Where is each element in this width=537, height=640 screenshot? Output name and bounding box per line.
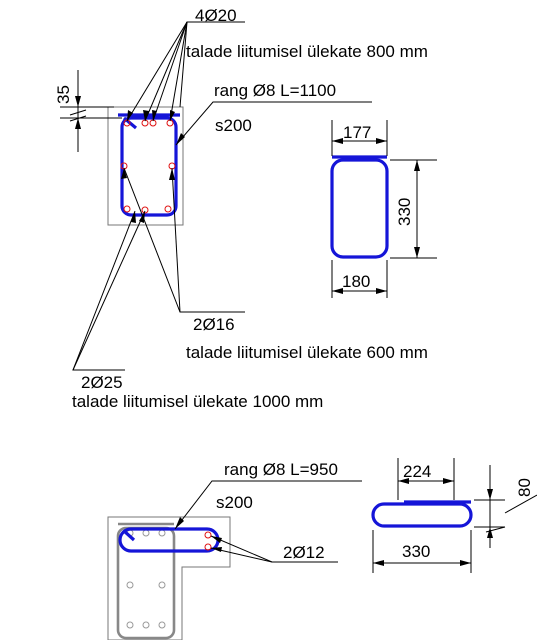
l-section-outline	[107, 516, 231, 640]
flat-stirrup-shape: 224 330 80	[371, 458, 537, 573]
l-section	[107, 480, 362, 640]
label-stirrup-950: rang Ø8 L=950	[224, 460, 338, 479]
new-bar-2	[204, 543, 212, 551]
label-lap-800: talade liitumisel ülekate 800 mm	[186, 42, 428, 61]
existing-bar-2	[142, 529, 150, 537]
column-section: 35	[54, 21, 372, 371]
label-s200-top: s200	[215, 116, 252, 135]
existing-bar-8	[158, 621, 166, 629]
bar-bottom-1	[123, 205, 131, 213]
new-stirrup-hook	[122, 529, 136, 542]
cover-dimension: 35	[54, 70, 122, 152]
dim-330-vertical: 330	[395, 198, 414, 226]
column-stirrup	[120, 116, 178, 217]
stirrup-shape: 177 330 180	[330, 120, 437, 298]
leader-stirrup	[175, 101, 372, 146]
label-lap-600: talade liitumisel ülekate 600 mm	[186, 343, 428, 362]
label-s200-bottom: s200	[216, 493, 253, 512]
column-outline	[107, 106, 184, 226]
existing-bar-4	[126, 581, 134, 589]
existing-bar-5	[158, 581, 166, 589]
label-4-20: 4Ø20	[195, 6, 237, 25]
cover-label: 35	[54, 85, 73, 104]
existing-bar-6	[126, 621, 134, 629]
label-lap-1000: talade liitumisel ülekate 1000 mm	[72, 392, 323, 411]
new-bar-1	[204, 531, 212, 539]
existing-bar-7	[142, 621, 150, 629]
label-2-12: 2Ø12	[283, 543, 325, 562]
leader-2-25	[72, 210, 146, 371]
dim-224: 224	[403, 462, 431, 481]
dim-80: 80	[515, 478, 534, 497]
leader-4-20	[126, 21, 245, 122]
new-stirrup	[118, 527, 220, 553]
label-2-16: 2Ø16	[193, 315, 235, 334]
label-stirrup-1100: rang Ø8 L=1100	[214, 81, 336, 100]
dim-180: 180	[342, 272, 370, 291]
existing-bar-3	[158, 529, 166, 537]
dim-330-horizontal: 330	[402, 542, 430, 561]
stirrup-shape-outline	[330, 158, 389, 259]
bar-top-1	[123, 119, 131, 127]
dim-177: 177	[343, 123, 371, 142]
bar-bottom-3	[164, 205, 172, 213]
label-2-25: 2Ø25	[81, 373, 123, 392]
bar-bottom-2	[141, 206, 149, 214]
flat-stirrup-outline	[371, 502, 473, 528]
main-bars	[120, 119, 176, 214]
